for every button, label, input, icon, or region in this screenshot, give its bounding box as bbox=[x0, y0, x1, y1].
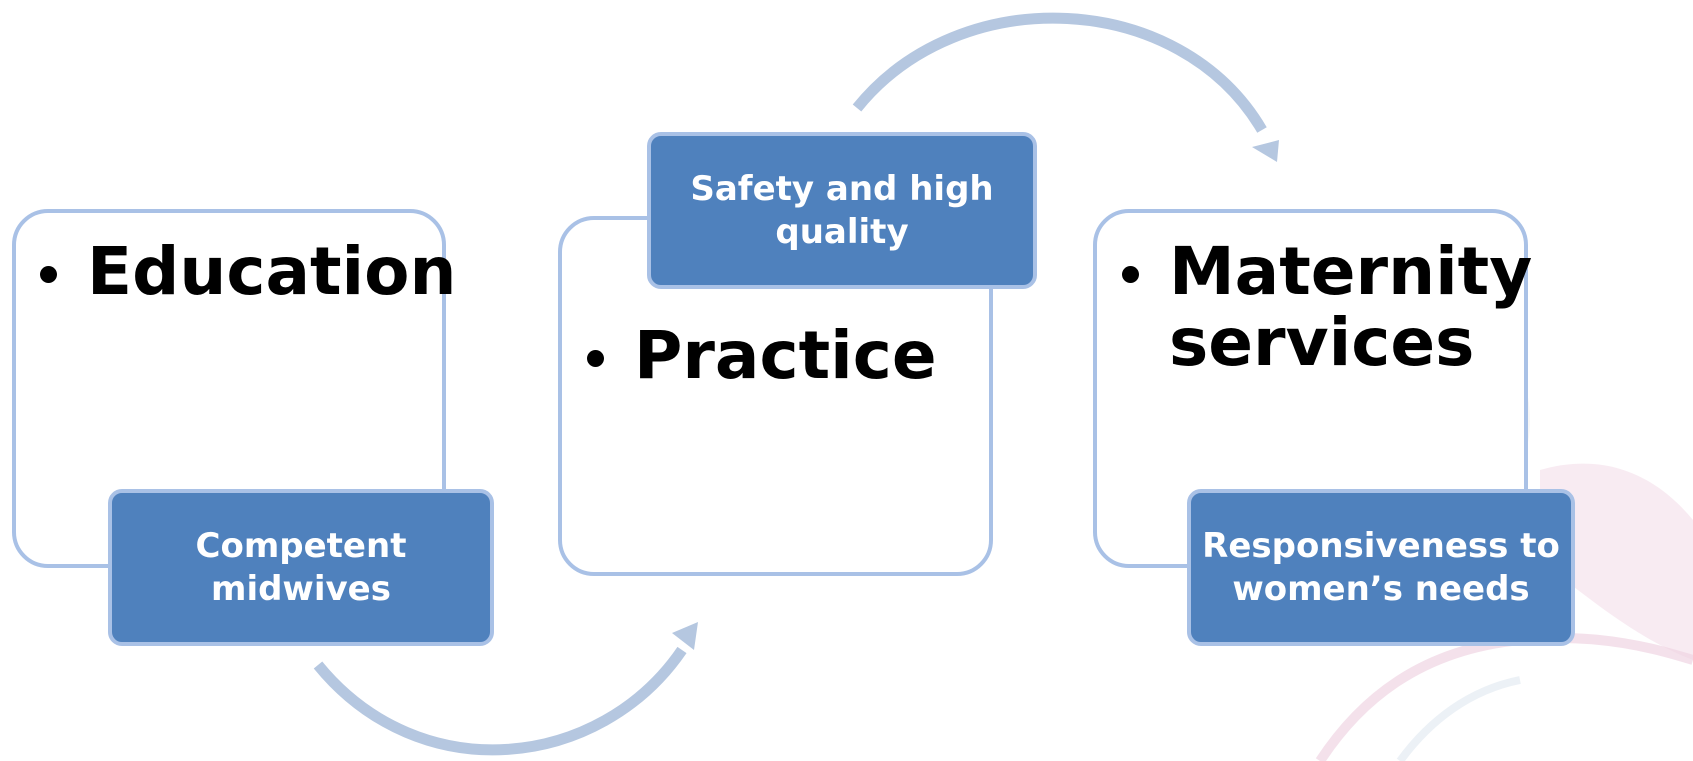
step-title-education: Education bbox=[40, 236, 456, 307]
bullet-icon bbox=[587, 350, 604, 367]
step-title-text: Practice bbox=[634, 317, 937, 394]
step-title-text: Education bbox=[87, 233, 457, 310]
watermark-swoosh bbox=[1540, 463, 1693, 660]
step-note-education: Competent midwives bbox=[108, 489, 494, 646]
watermark-stroke-2 bbox=[1396, 676, 1521, 761]
step-title-maternity-services: Maternity services bbox=[1122, 236, 1532, 379]
arrow-head-1 bbox=[672, 622, 698, 650]
arrow-practice-to-maternity bbox=[852, 12, 1267, 133]
arrow-head-2 bbox=[1252, 140, 1279, 162]
bullet-icon bbox=[1122, 266, 1139, 283]
step-note-maternity-services: Responsiveness to women’s needs bbox=[1187, 489, 1575, 646]
bullet-icon bbox=[40, 266, 57, 283]
step-note-practice: Safety and high quality bbox=[647, 132, 1037, 289]
step-title-text: Maternity services bbox=[1169, 233, 1533, 382]
arrow-education-to-practice bbox=[313, 646, 687, 756]
step-title-practice: Practice bbox=[587, 320, 987, 391]
